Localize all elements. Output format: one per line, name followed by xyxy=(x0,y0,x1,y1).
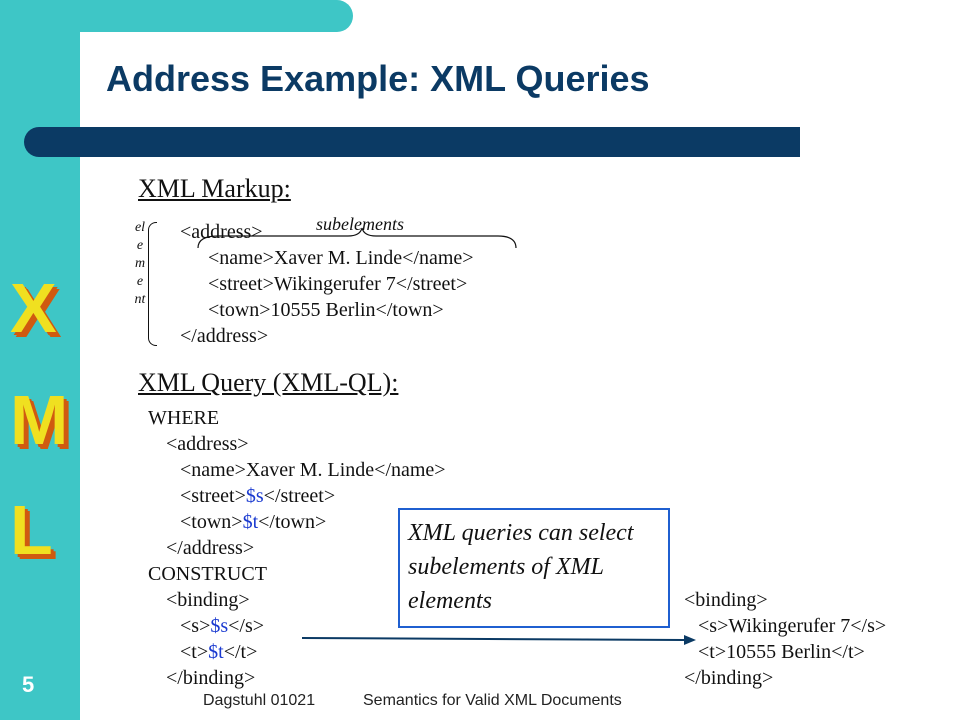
logo-letter-x: X xyxy=(10,269,57,347)
logo-letter-m: M xyxy=(10,381,69,459)
query-where-line: <town>$t</town> xyxy=(180,511,327,533)
callout-box: XML queries can select subelements of XM… xyxy=(398,508,670,628)
subelements-label: subelements xyxy=(316,214,404,234)
result-line-t: <t>10555 Berlin</t> xyxy=(698,641,865,663)
result-line-binding-open: <binding> xyxy=(684,589,768,611)
element-label: element xyxy=(134,220,146,307)
query-where-line: <street>$s</street> xyxy=(180,485,336,507)
top-accent-bar xyxy=(0,0,353,32)
result-arrow xyxy=(301,635,696,645)
query-where-line: </address> xyxy=(166,537,255,559)
query-construct-line: <binding> xyxy=(166,589,250,611)
query-heading: XML Query (XML-QL): xyxy=(138,368,399,397)
markup-line-town: <town>10555 Berlin</town> xyxy=(208,299,444,321)
markup-line-address-close: </address> xyxy=(180,325,269,347)
slide-title: Address Example: XML Queries xyxy=(106,58,650,99)
left-accent-bar xyxy=(0,0,80,720)
markup-line-street: <street>Wikingerufer 7</street> xyxy=(208,273,468,295)
markup-line-address-open: <address> xyxy=(180,221,263,243)
query-where-line: <name>Xaver M. Linde</name> xyxy=(180,459,446,481)
query-variable: $t xyxy=(208,641,224,663)
result-line-binding-close: </binding> xyxy=(684,667,774,689)
query-where-line: <address> xyxy=(166,433,249,455)
result-line-s: <s>Wikingerufer 7</s> xyxy=(698,615,887,637)
footer-talk-title: Semantics for Valid XML Documents xyxy=(363,692,622,709)
query-variable: $s xyxy=(210,615,229,637)
query-construct-line: </binding> xyxy=(166,667,256,689)
query-construct-keyword: CONSTRUCT xyxy=(148,563,267,585)
footer-event: Dagstuhl 01021 xyxy=(203,692,316,709)
query-construct-line: <s>$s</s> xyxy=(180,615,265,637)
query-where-keyword: WHERE xyxy=(148,407,220,429)
subelements-brace xyxy=(197,227,517,249)
logo-letter-l: L xyxy=(10,491,53,569)
query-construct-line: <t>$t</t> xyxy=(180,641,258,663)
title-rule-bar xyxy=(24,127,800,157)
element-bracket xyxy=(148,222,157,346)
markup-heading: XML Markup: xyxy=(138,174,291,203)
slide-number: 5 xyxy=(22,672,35,697)
query-variable: $t xyxy=(242,511,259,533)
query-variable: $s xyxy=(245,485,264,507)
markup-line-name: <name>Xaver M. Linde</name> xyxy=(208,247,474,269)
